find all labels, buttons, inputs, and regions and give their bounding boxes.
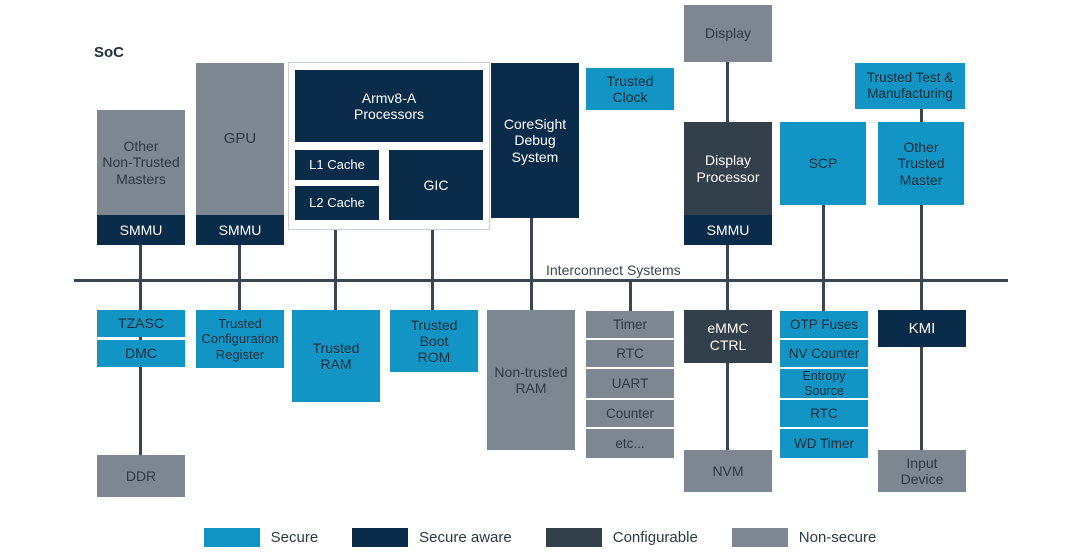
legend-swatch-2 <box>545 528 602 547</box>
legend-label-0: Secure <box>270 529 319 546</box>
peripheral-item-2[interactable]: UART <box>586 369 674 398</box>
peripheral-item-1[interactable]: RTC <box>586 340 674 367</box>
wire-test-to-master <box>920 108 923 126</box>
block-trusted-configuration-register[interactable]: Trusted Configuration Register <box>196 310 284 368</box>
legend-item-0: Secure <box>203 528 319 547</box>
legend-item-2: Configurable <box>545 528 698 547</box>
wire-gpu-column <box>238 212 241 318</box>
block-display[interactable]: Display <box>684 5 772 62</box>
wire-display-column <box>726 212 729 318</box>
peripheral-item-4[interactable]: etc... <box>586 429 674 458</box>
block-trusted-test-manufacturing[interactable]: Trusted Test & Manufacturing <box>855 63 965 109</box>
wire-nontrusted-ram <box>530 279 533 319</box>
block-l2-cache[interactable]: L2 Cache <box>295 186 379 220</box>
secure-peripheral-item-0[interactable]: OTP Fuses <box>780 311 868 338</box>
block-other-non-trusted-masters[interactable]: Other Non-Trusted Masters <box>97 110 185 215</box>
legend: Secure Secure aware Configurable Non-secure <box>0 528 1080 547</box>
block-trusted-clock[interactable]: Trusted Clock <box>586 68 674 110</box>
legend-swatch-0 <box>203 528 260 547</box>
peripheral-item-3[interactable]: Counter <box>586 400 674 427</box>
block-coresight-debug-system[interactable]: CoreSight Debug System <box>491 63 579 218</box>
block-non-trusted-ram[interactable]: Non-trusted RAM <box>487 310 575 450</box>
block-display-processor[interactable]: Display Processor <box>684 122 772 215</box>
peripheral-item-0[interactable]: Timer <box>586 311 674 338</box>
wire-peripheral-stack <box>629 279 632 313</box>
block-smmu-gpu[interactable]: SMMU <box>196 215 284 245</box>
block-other-trusted-master[interactable]: Other Trusted Master <box>878 122 964 205</box>
wire-masters-column <box>139 212 142 318</box>
legend-item-3: Non-secure <box>731 528 877 547</box>
block-dmc[interactable]: DMC <box>97 340 185 367</box>
block-l1-cache[interactable]: L1 Cache <box>295 150 379 180</box>
legend-item-1: Secure aware <box>352 528 512 547</box>
wire-emmc-nvm <box>726 345 729 455</box>
wire-kmi-input <box>920 345 923 455</box>
wire-dmc-ddr <box>139 337 142 457</box>
legend-label-2: Configurable <box>612 529 698 546</box>
wire-display-to-processor <box>726 60 729 125</box>
block-input-device[interactable]: Input Device <box>878 450 966 492</box>
legend-label-3: Non-secure <box>798 529 877 546</box>
block-emmc-ctrl[interactable]: eMMC CTRL <box>684 310 772 363</box>
block-smmu-display[interactable]: SMMU <box>684 215 772 245</box>
secure-peripheral-item-2[interactable]: Entropy Source <box>780 369 868 398</box>
wire-coresight-column <box>530 214 533 281</box>
block-trusted-ram[interactable]: Trusted RAM <box>292 310 380 402</box>
wire-scp-column <box>822 204 825 318</box>
block-gic[interactable]: GIC <box>389 150 483 220</box>
secure-peripheral-item-3[interactable]: RTC <box>780 400 868 427</box>
secure-peripheral-item-1[interactable]: NV Counter <box>780 340 868 367</box>
block-armv8a-processors[interactable]: Armv8-A Processors <box>295 70 483 142</box>
block-trusted-boot-rom[interactable]: Trusted Boot ROM <box>390 310 478 372</box>
block-smmu-masters[interactable]: SMMU <box>97 215 185 245</box>
soc-label: SoC <box>94 44 124 61</box>
wire-trusted-master-column <box>920 204 923 318</box>
block-gpu[interactable]: GPU <box>196 63 284 215</box>
legend-swatch-3 <box>731 528 788 547</box>
block-scp[interactable]: SCP <box>780 122 866 205</box>
secure-peripheral-item-4[interactable]: WD Timer <box>780 429 868 458</box>
interconnect-bus-line <box>74 279 1008 282</box>
block-nvm[interactable]: NVM <box>684 450 772 492</box>
interconnect-label: Interconnect Systems <box>540 262 687 278</box>
block-ddr[interactable]: DDR <box>97 455 185 497</box>
block-kmi[interactable]: KMI <box>878 310 966 347</box>
legend-swatch-1 <box>352 528 409 547</box>
block-tzasc[interactable]: TZASC <box>97 310 185 337</box>
legend-label-1: Secure aware <box>419 529 512 546</box>
